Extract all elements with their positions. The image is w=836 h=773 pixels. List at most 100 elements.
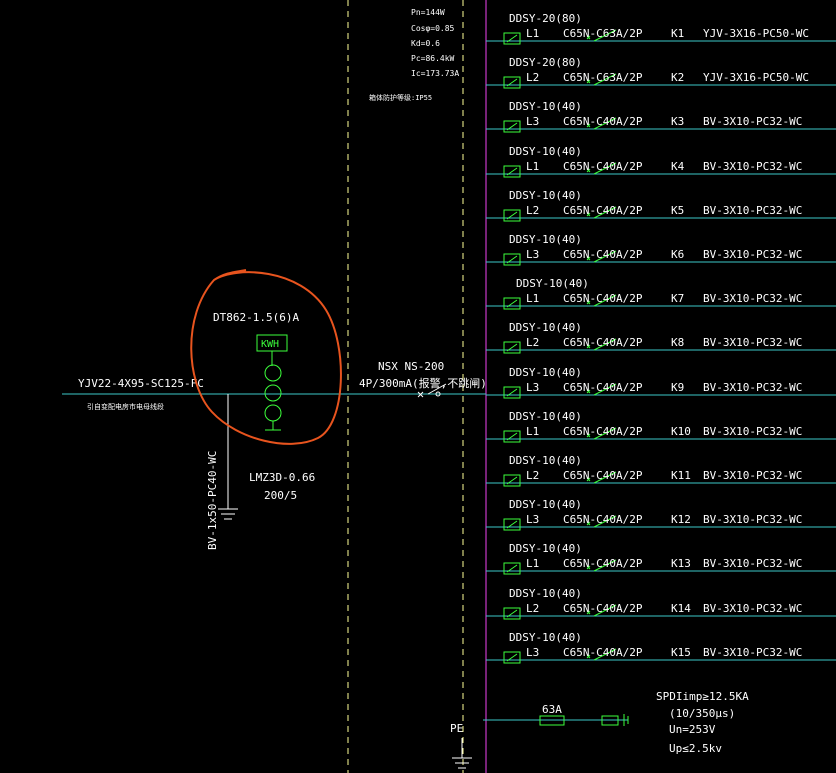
ct-coil-icon [264,384,282,402]
breaker-x [586,654,591,659]
circuit-id: K3 [671,115,684,128]
breaker-model: C65N-C40A/2P [563,513,643,526]
load-parameters: Pn=144W Cosφ=0.85 Kd=0.6 Pc=86.4kW Ic=17… [411,8,459,78]
rcd-mark [506,34,518,43]
pe-cable-label: BV-1x50-PC40-WC [206,451,219,550]
breaker-model: C65N-C40A/2P [563,381,643,394]
spd-spec-line: SPDIimp≥12.5KA [656,690,749,703]
breaker-model: C65N-C40A/2P [563,115,643,128]
circuit-phase: L1 [526,557,539,570]
circuit-id: K10 [671,425,691,438]
rcd-mark [506,520,518,529]
surge-protector-model: DDSY-10(40) [509,366,582,379]
circuit-phase: L2 [526,469,539,482]
main-breaker-spec: 4P/300mA(报警,不跳闸) [359,376,487,390]
param-line: Cosφ=0.85 [411,24,455,33]
surge-protector-model: DDSY-10(40) [509,100,582,113]
surge-protector-model: DDSY-10(40) [509,321,582,334]
rcd-box-icon [503,76,521,89]
circuit-phase: L1 [526,27,539,40]
breaker-contact-icon [593,117,617,130]
breaker-model: C65N-C40A/2P [563,602,643,615]
rcd-mark [506,564,518,573]
rcd-mark [506,255,518,264]
circuit-id: K1 [671,27,684,40]
circuit-id: K14 [671,602,691,615]
surge-protector-model: DDSY-10(40) [509,631,582,644]
circuit-cable: BV-3X10-PC32-WC [703,248,802,261]
breaker-contact-icon [593,559,617,572]
circuit-cable: BV-3X10-PC32-WC [703,602,802,615]
rcd-box-icon [503,430,521,443]
surge-protector-model: DDSY-10(40) [509,189,582,202]
surge-protector-model: DDSY-10(40) [509,410,582,423]
rcd-box-icon [503,165,521,178]
breaker-x [586,212,591,217]
meter-model: DT862-1.5(6)A [213,311,299,324]
surge-protector-model: DDSY-10(40) [509,587,582,600]
rcd-mark [506,609,518,618]
circuit-id: K15 [671,646,691,659]
breaker-contact-icon [593,162,617,175]
circuit-phase: L3 [526,513,539,526]
surge-protector-model: DDSY-10(40) [509,498,582,511]
surge-protector-model: DDSY-20(80) [509,56,582,69]
breaker-x [586,565,591,570]
circuit-cable: BV-3X10-PC32-WC [703,646,802,659]
circuit-id: K5 [671,204,684,217]
surge-protector-model: DDSY-10(40) [509,542,582,555]
breaker-x [586,477,591,482]
param-line: Pc=86.4kW [411,54,455,63]
breaker-x [586,344,591,349]
rcd-box-icon [503,651,521,664]
param-line: Ic=173.73A [411,69,459,78]
circuit-phase: L1 [526,292,539,305]
circuit-phase: L2 [526,71,539,84]
circuit-cable: BV-3X10-PC32-WC [703,204,802,217]
rcd-box-icon [503,253,521,266]
rcd-box-icon [503,297,521,310]
breaker-model: C65N-C40A/2P [563,292,643,305]
circuit-cable: BV-3X10-PC32-WC [703,469,802,482]
rcd-box-icon [503,386,521,399]
circuit-id: K2 [671,71,684,84]
circuit-phase: L3 [526,115,539,128]
circuit-phase: L1 [526,160,539,173]
incoming-source: 引自变配电房市电母线段 [87,402,164,411]
annotation-circle [190,269,342,445]
rcd-mark [506,388,518,397]
circuit-cable: BV-3X10-PC32-WC [703,513,802,526]
breaker-x [586,123,591,128]
circuit-id: K9 [671,381,684,394]
breaker-contact-icon [593,648,617,661]
circuit-id: K8 [671,336,684,349]
breaker-x [586,433,591,438]
rcd-mark [506,167,518,176]
rcd-box-icon [503,518,521,531]
main-breaker-symbol [417,383,447,398]
rcd-mark [506,78,518,87]
breaker-model: C65N-C40A/2P [563,557,643,570]
rcd-box-icon [503,562,521,575]
breaker-contact-icon [593,29,617,42]
incoming-cable: YJV22-4X95-SC125-FC [78,377,204,390]
breaker-model: C65N-C63A/2P [563,71,643,84]
ct-model: LMZ3D-0.66 [249,471,315,484]
circuit-phase: L3 [526,248,539,261]
rcd-mark [506,299,518,308]
circuit-cable: BV-3X10-PC32-WC [703,336,802,349]
breaker-model: C65N-C40A/2P [563,646,643,659]
spd-spec-line: Up≤2.5kv [669,742,722,755]
